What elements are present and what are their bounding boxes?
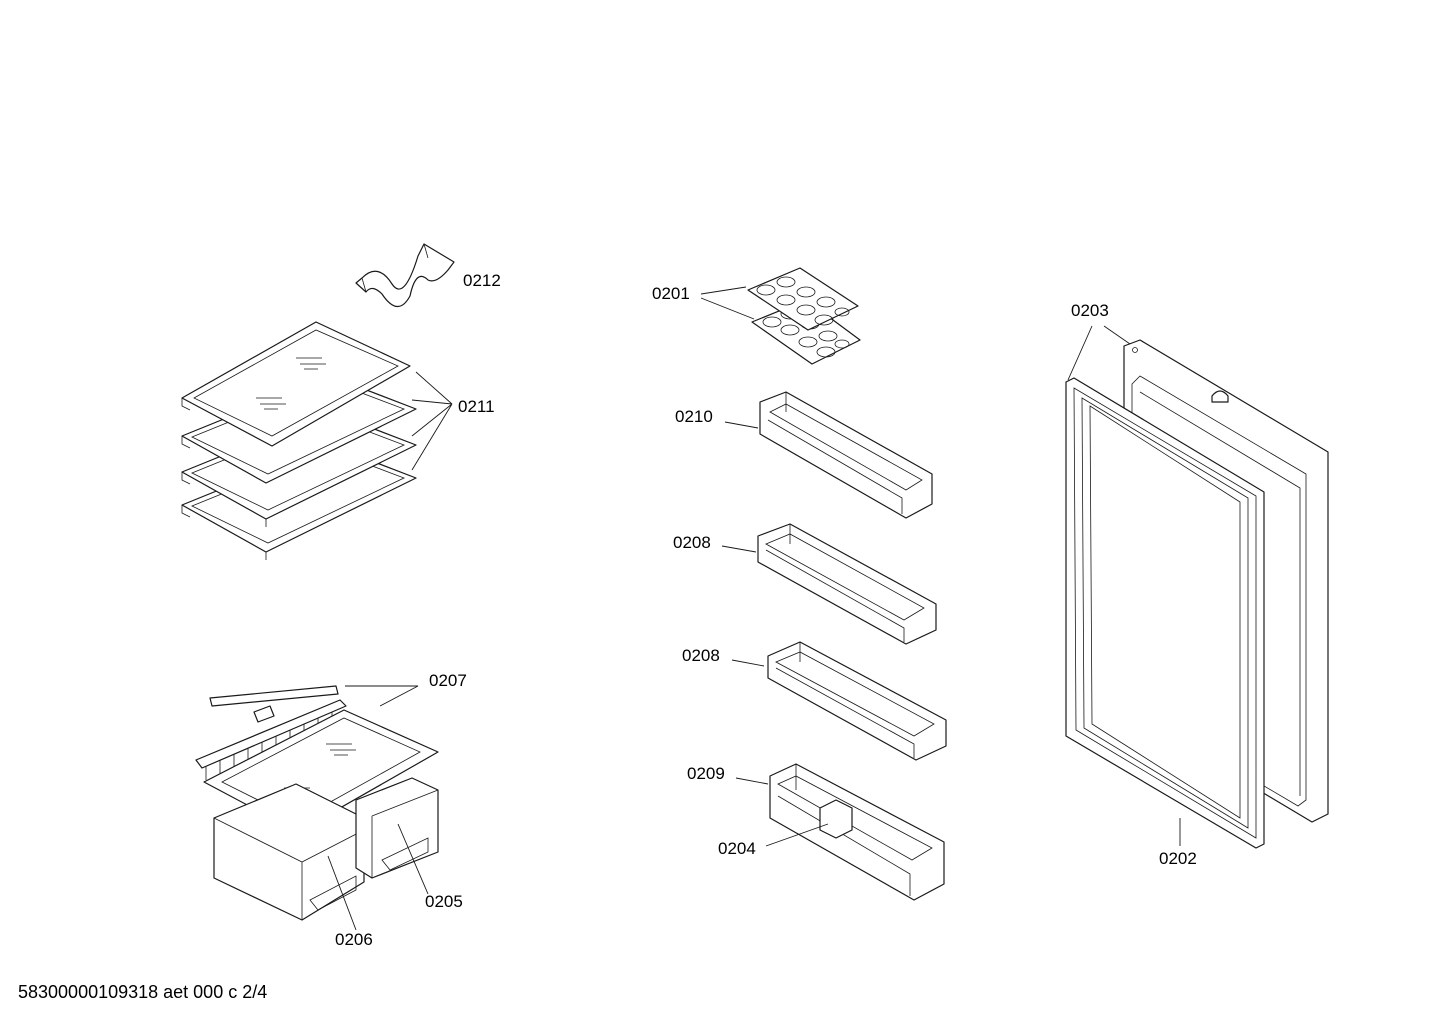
label-0202: 0202 xyxy=(1159,849,1197,868)
label-0204: 0204 xyxy=(718,839,756,858)
label-0210: 0210 xyxy=(675,407,713,426)
label-0208-upper: 0208 xyxy=(673,533,711,552)
footer-document-code: 58300000109318 aet 000 c 2/4 xyxy=(18,982,268,1002)
label-0205: 0205 xyxy=(425,892,463,911)
label-0201: 0201 xyxy=(652,284,690,303)
part-0205-crisper-drawer-right xyxy=(355,777,439,879)
part-0201-egg-trays xyxy=(747,267,861,365)
part-0204-divider xyxy=(819,799,853,839)
label-0203: 0203 xyxy=(1071,301,1109,320)
part-0208-door-rack-lower xyxy=(767,641,947,761)
part-0202-door-gasket xyxy=(1065,377,1265,849)
part-0206-crisper-drawer-left xyxy=(213,783,365,921)
label-0207: 0207 xyxy=(429,671,467,690)
label-0211: 0211 xyxy=(458,397,495,416)
label-0208-lower: 0208 xyxy=(682,646,720,665)
part-0210-door-rack xyxy=(759,391,933,519)
leader-lines xyxy=(327,286,1181,931)
label-0206: 0206 xyxy=(335,930,373,949)
label-0212: 0212 xyxy=(463,271,501,290)
part-0212-cover-strip xyxy=(355,243,455,308)
label-0209: 0209 xyxy=(687,764,725,783)
part-0208-door-rack-upper xyxy=(757,523,937,645)
part-0211-glass-shelves xyxy=(181,321,417,560)
part-0209-bottle-rack xyxy=(769,763,945,901)
